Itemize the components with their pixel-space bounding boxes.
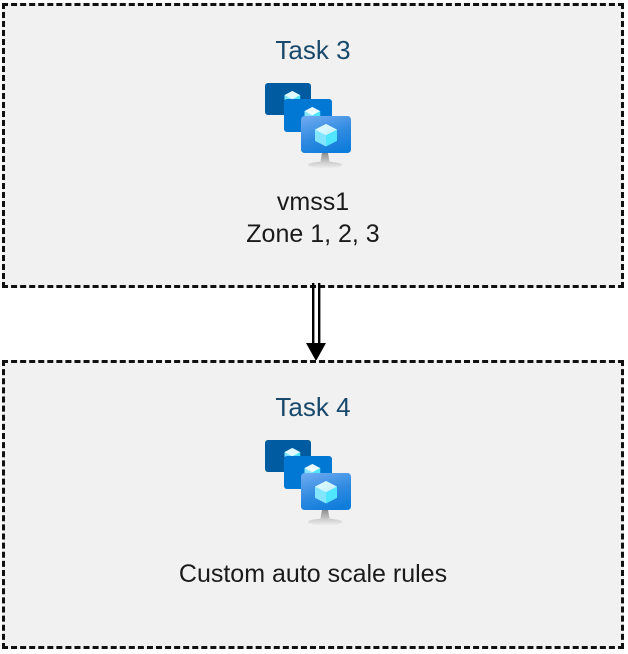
task-box-caption: Custom auto scale rules bbox=[179, 559, 447, 591]
cube-front bbox=[315, 124, 337, 147]
caption-line: Zone 1, 2, 3 bbox=[246, 219, 380, 248]
monitor-stand bbox=[320, 510, 330, 521]
monitor-stand-base bbox=[308, 161, 342, 169]
azure-vm-scale-set-icon bbox=[263, 435, 363, 533]
task-box-title: Task 4 bbox=[275, 392, 351, 422]
task-box-task-4: Task 4 bbox=[2, 360, 624, 649]
monitor-stand-base bbox=[308, 518, 342, 526]
task-box-title: Task 3 bbox=[275, 35, 351, 65]
task-box-task-3: Task 3 bbox=[2, 3, 624, 288]
azure-vm-scale-set-icon bbox=[263, 78, 363, 176]
caption-line: Custom auto scale rules bbox=[178, 560, 448, 588]
arrow-head bbox=[306, 343, 326, 361]
double-line-down-arrow bbox=[296, 283, 336, 363]
task-box-caption: vmss1 Zone 1, 2, 3 bbox=[246, 187, 379, 250]
arrow-line-left bbox=[312, 283, 315, 345]
arrow-line-right bbox=[318, 283, 321, 345]
monitor-stand bbox=[320, 153, 330, 164]
caption-line: vmss1 bbox=[276, 188, 350, 216]
